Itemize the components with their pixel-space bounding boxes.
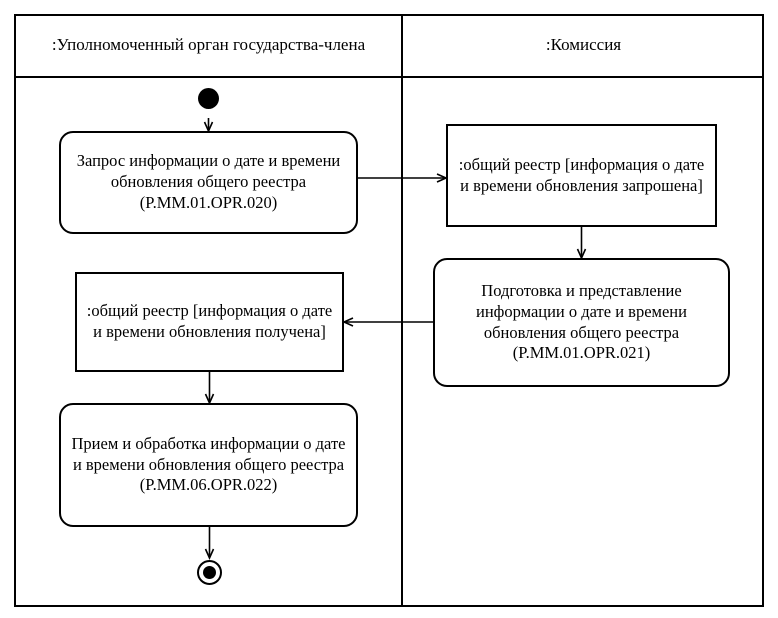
swimlane-header-member-state-body: :Уполномоченный орган государства-члена bbox=[51, 34, 366, 54]
action-node-request-info[interactable]: Запрос информации о дате и времени обнов… bbox=[59, 131, 358, 234]
swimlane-frame bbox=[14, 14, 764, 607]
object-node-registry-received[interactable]: :общий реестр [информация о дате и време… bbox=[75, 272, 344, 372]
swimlane-header-divider bbox=[14, 76, 764, 78]
swimlane-header-commission: :Комиссия bbox=[545, 34, 622, 54]
initial-node[interactable] bbox=[198, 88, 219, 109]
swimlane-vertical-divider bbox=[401, 14, 403, 607]
action-node-prepare-info[interactable]: Подготовка и представление информации о … bbox=[433, 258, 730, 387]
object-node-registry-requested[interactable]: :общий реестр [информация о дате и време… bbox=[446, 124, 717, 227]
action-node-process-info[interactable]: Прием и обработка информации о дате и вр… bbox=[59, 403, 358, 527]
final-node[interactable] bbox=[197, 560, 222, 585]
